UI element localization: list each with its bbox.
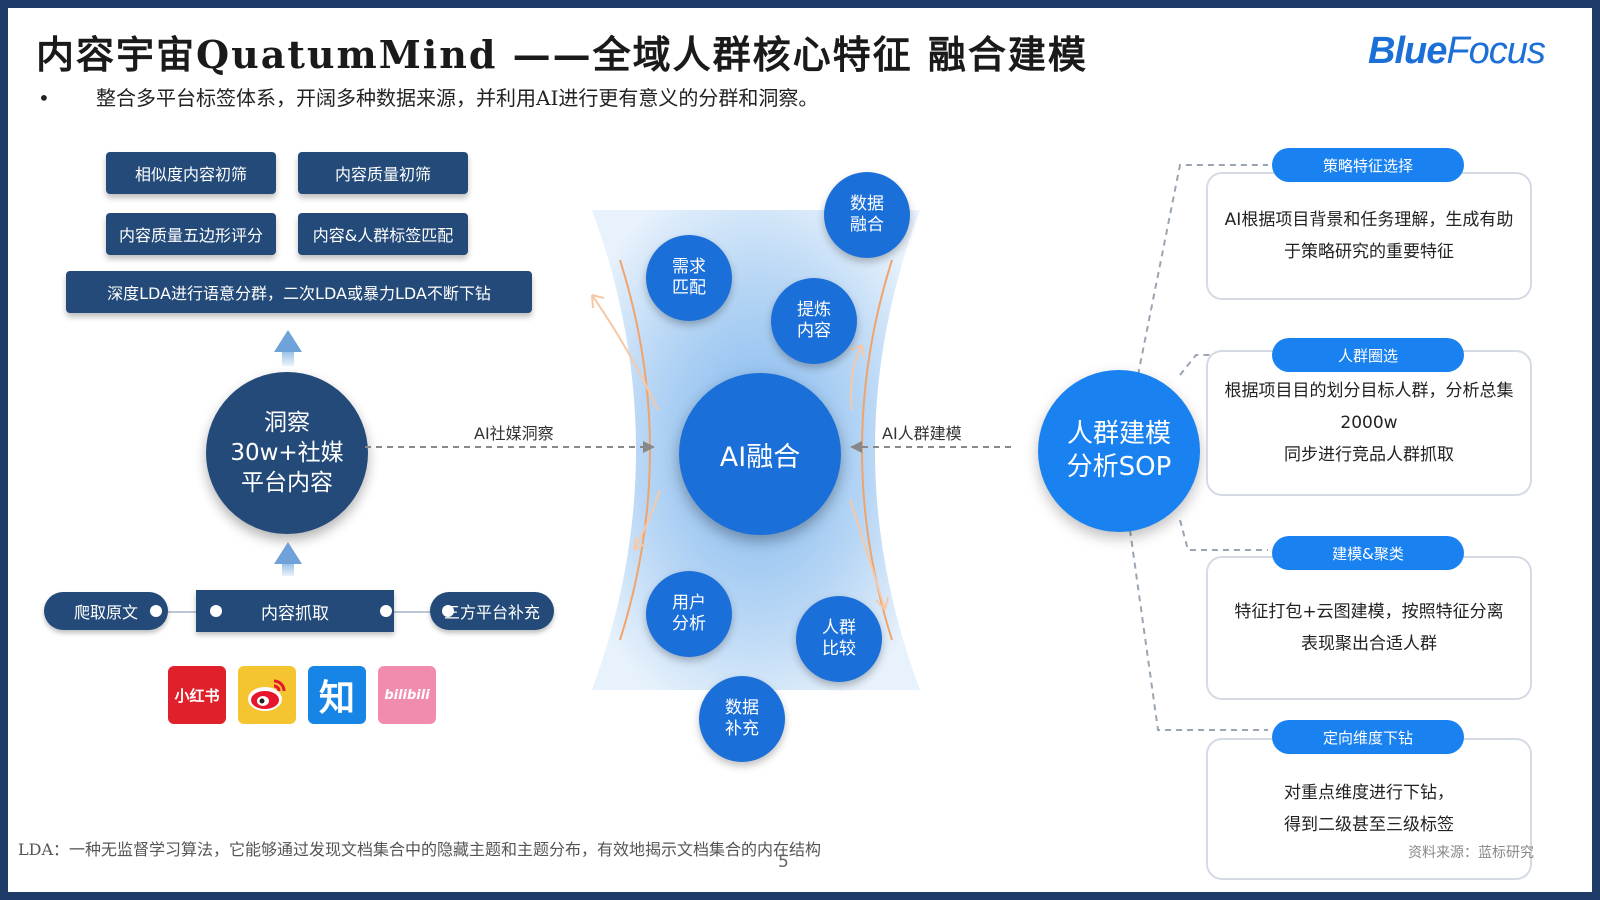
- bubble-refine-content: 提炼内容: [771, 278, 857, 364]
- intro-text: 整合多平台标签体系，开阔多种数据来源，并利用AI进行更有意义的分群和洞察。: [96, 86, 819, 110]
- intro-bullet: • 整合多平台标签体系，开阔多种数据来源，并利用AI进行更有意义的分群和洞察。: [38, 82, 818, 111]
- ai-fusion-circle: AI融合: [679, 373, 841, 535]
- box-tag-match: 内容&人群标签匹配: [298, 213, 468, 255]
- sop-circle: 人群建模分析SOP: [1038, 370, 1200, 532]
- page-number: 5: [778, 852, 789, 872]
- tag-dimension-drill: 定向维度下钻: [1272, 720, 1464, 754]
- tag-modeling-cluster: 建模&聚类: [1272, 536, 1464, 570]
- source-note: 资料来源：蓝标研究: [1408, 845, 1534, 861]
- bluefocus-logo: BlueFocus: [1368, 30, 1546, 73]
- bubble-crowd-compare: 人群比较: [796, 596, 882, 682]
- knot-fetch-right: [380, 605, 392, 617]
- card-crowd-select: 根据项目目的划分目标人群，分析总集2000w 同步进行竞品人群抓取: [1206, 350, 1532, 496]
- knot-crawl: [150, 605, 162, 617]
- xiaohongshu-icon: 小红书: [168, 666, 226, 724]
- card-dimension-drill-text: 对重点维度进行下钻，得到二级甚至三级标签: [1284, 783, 1454, 835]
- pill-crawl: 爬取原文: [44, 592, 168, 630]
- weibo-icon: [238, 666, 296, 724]
- lda-footnote: LDA：一种无监督学习算法，它能够通过发现文档集合中的隐藏主题和主题分布，有效地…: [18, 840, 822, 859]
- card-dimension-drill: 对重点维度进行下钻，得到二级甚至三级标签: [1206, 738, 1532, 880]
- bilibili-icon: bilibili: [378, 666, 436, 724]
- bullet-dot: •: [38, 86, 50, 110]
- bilibili-label: bilibili: [384, 687, 430, 703]
- up-arrow-bottom-stem: [282, 564, 294, 576]
- box-quality-filter: 内容质量初筛: [298, 152, 468, 194]
- knot-third-party: [442, 605, 454, 617]
- label-ai-crowd-modeling: AI人群建模: [882, 424, 962, 443]
- card-modeling-cluster: 特征打包+云图建模，按照特征分离表现聚出合适人群: [1206, 556, 1532, 700]
- tag-crowd-select: 人群圈选: [1272, 338, 1464, 372]
- pill-third-party-label: 三方平台补充: [443, 603, 540, 622]
- zhihu-icon: 知: [308, 666, 366, 724]
- insight-circle: 洞察30w+社媒平台内容: [206, 372, 368, 534]
- pill-crawl-label: 爬取原文: [73, 603, 138, 622]
- weibo-glyph: [248, 679, 286, 711]
- arrow-left-to-center: [365, 441, 655, 453]
- bubble-data-supplement: 数据补充: [699, 676, 785, 762]
- bubble-data-fusion: 数据融合: [824, 172, 910, 258]
- up-arrow-top-stem: [282, 352, 294, 366]
- bubble-demand-match: 需求匹配: [646, 235, 732, 321]
- tag-strategy-feature: 策略特征选择: [1272, 148, 1464, 182]
- arrow-right-to-center: [850, 441, 1015, 453]
- bubble-user-analysis: 用户分析: [646, 571, 732, 657]
- xiaohongshu-label: 小红书: [174, 686, 220, 705]
- card-crowd-select-text: 根据项目目的划分目标人群，分析总集2000w 同步进行竞品人群抓取: [1224, 381, 1514, 465]
- box-similarity-filter: 相似度内容初筛: [106, 152, 276, 194]
- logo-focus: Focus: [1446, 30, 1545, 72]
- card-strategy-feature: AI根据项目背景和任务理解，生成有助于策略研究的重要特征: [1206, 172, 1532, 300]
- label-ai-social-insight: AI社媒洞察: [474, 424, 554, 443]
- logo-blue: Blue: [1368, 30, 1447, 72]
- up-arrow-bottom: [274, 542, 302, 564]
- page-title: 内容宇宙QuatumMind ——全域人群核心特征 融合建模: [36, 32, 1088, 77]
- knot-fetch-left: [210, 605, 222, 617]
- box-lda-clustering: 深度LDA进行语意分群，二次LDA或暴力LDA不断下钻: [66, 271, 532, 313]
- zhihu-label: 知: [318, 678, 355, 719]
- bar-content-fetch: 内容抓取: [196, 590, 394, 632]
- bar-content-fetch-label: 内容抓取: [261, 603, 329, 624]
- card-strategy-feature-text: AI根据项目背景和任务理解，生成有助于策略研究的重要特征: [1224, 210, 1514, 262]
- card-modeling-cluster-text: 特征打包+云图建模，按照特征分离表现聚出合适人群: [1234, 602, 1504, 654]
- sop-connector-lines: [1129, 164, 1268, 731]
- ai-fusion-label: AI融合: [719, 441, 801, 473]
- box-pentagon-score: 内容质量五边形评分: [106, 213, 276, 255]
- up-arrow-top: [274, 330, 302, 352]
